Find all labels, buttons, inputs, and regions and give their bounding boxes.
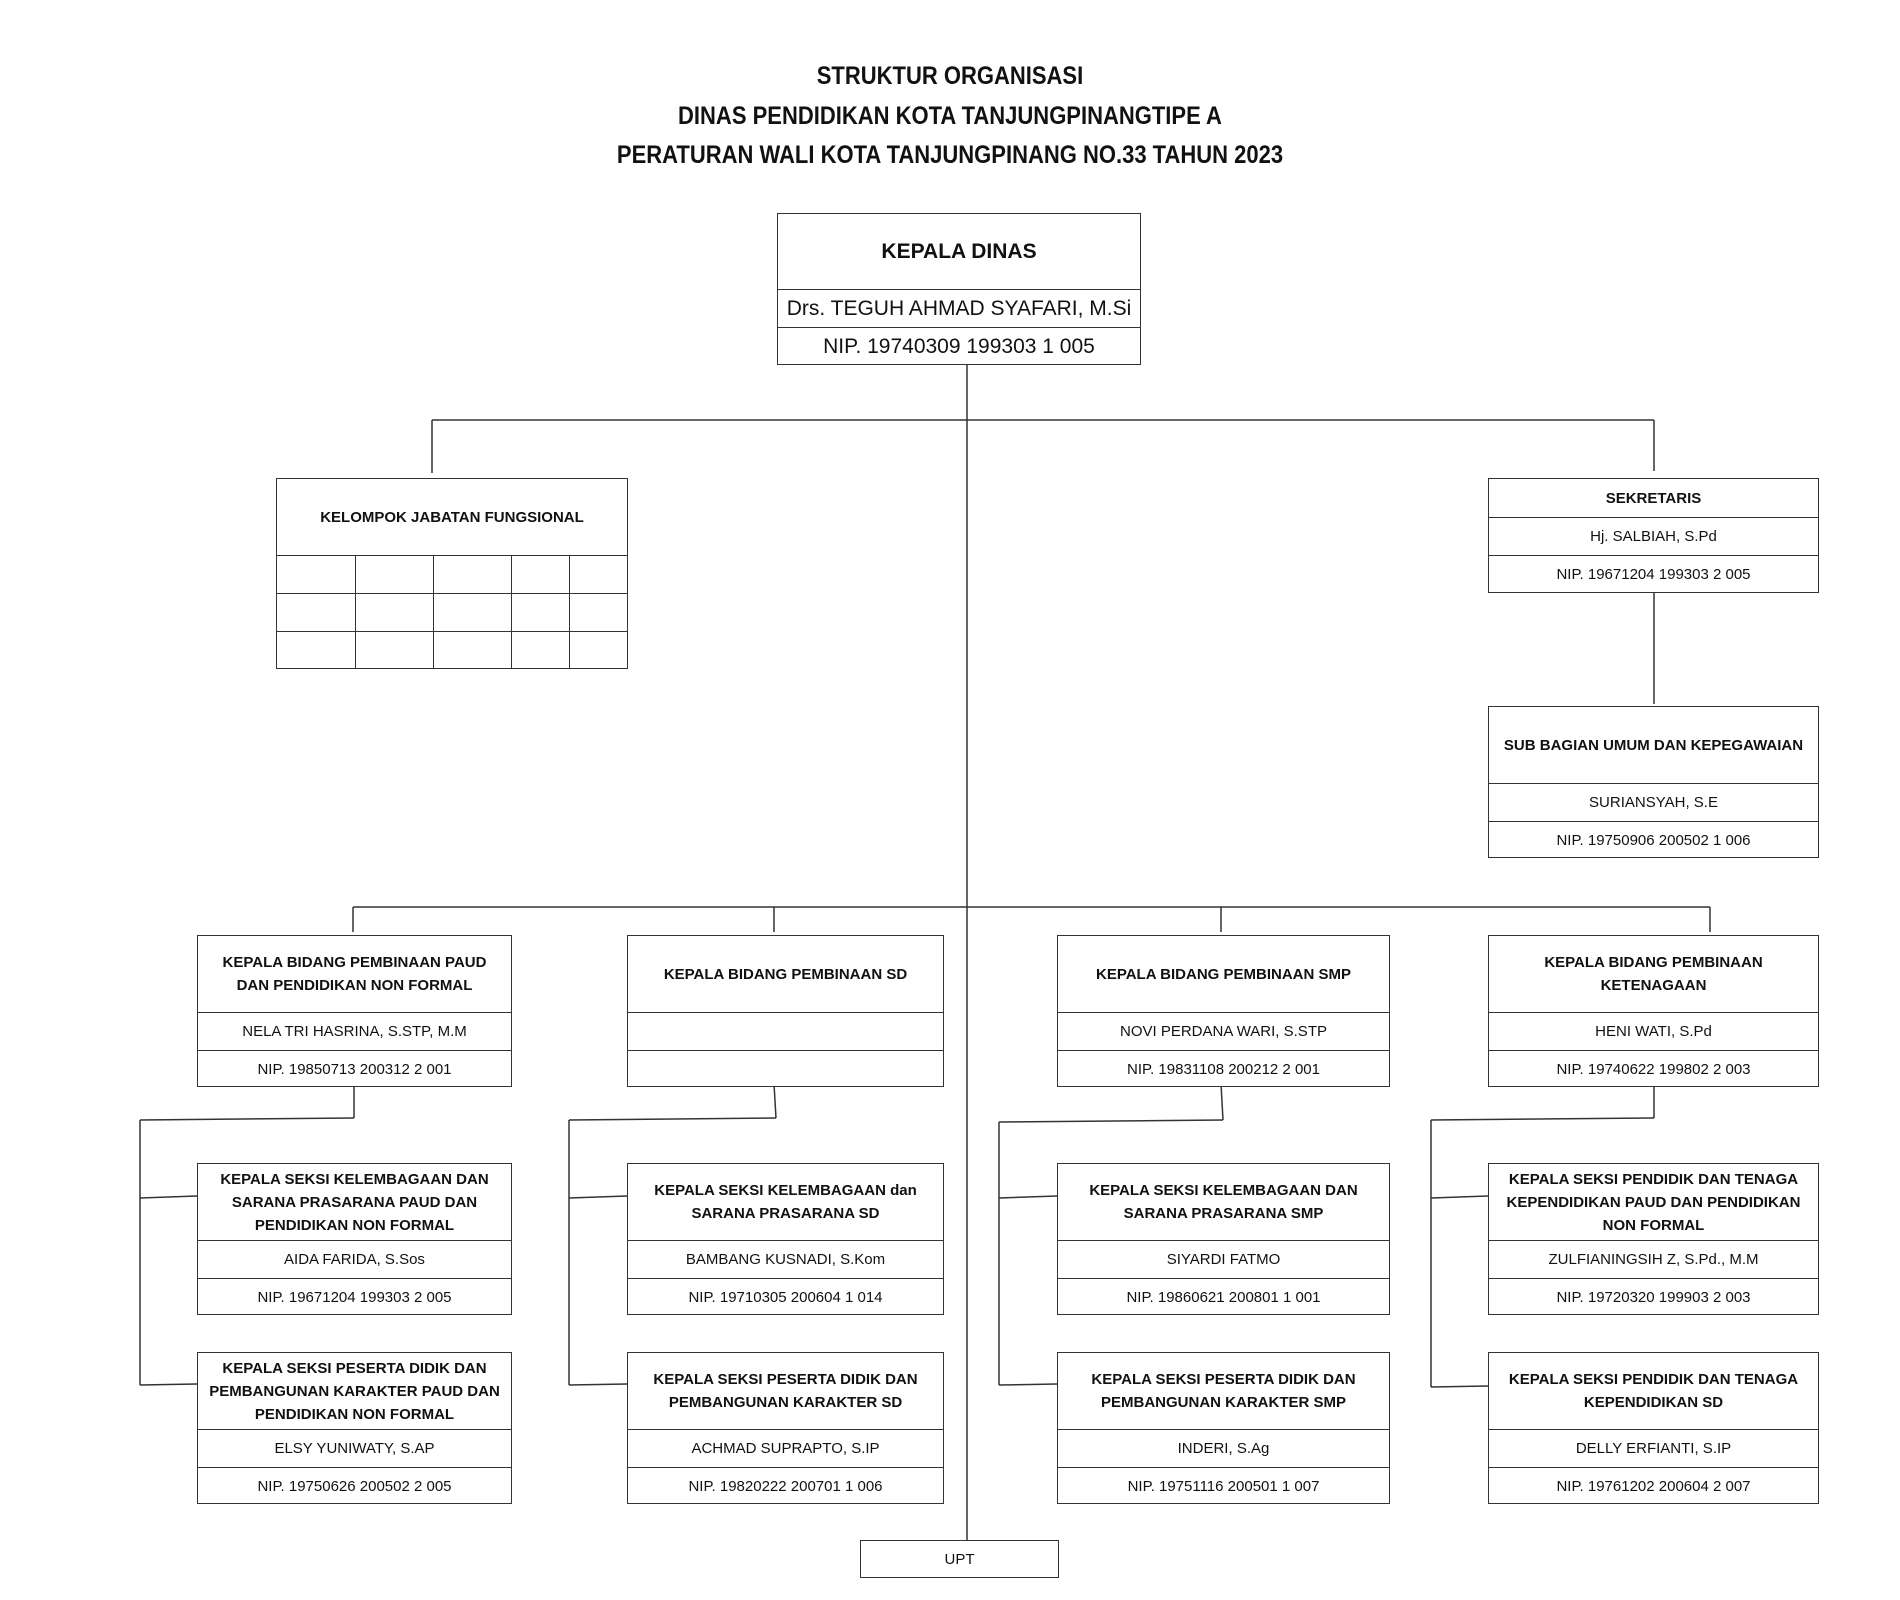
upt-box: UPT (860, 1540, 1059, 1578)
position-title: KEPALA BIDANG PEMBINAAN PAUD DAN PENDIDI… (222, 954, 487, 994)
grid-cell (569, 593, 627, 631)
chart-subtitle: DINAS PENDIDIKAN KOTA TANJUNGPINANGTIPE … (678, 102, 1222, 130)
bidang-paud-box: KEPALA BIDANG PEMBINAAN PAUD DAN PENDIDI… (197, 935, 512, 1087)
seksi-pendidik-paud-box: KEPALA SEKSI PENDIDIK DAN TENAGA KEPENDI… (1488, 1163, 1819, 1315)
grid-cell (277, 631, 355, 669)
official-name: INDERI, S.Ag (1058, 1429, 1389, 1467)
chart-regulation: PERATURAN WALI KOTA TANJUNGPINANG NO.33 … (616, 141, 1284, 169)
kepala-dinas-box: KEPALA DINAS Drs. TEGUH AHMAD SYAFARI, M… (777, 213, 1141, 365)
position-title: KEPALA SEKSI PENDIDIK DAN TENAGA KEPENDI… (1506, 1170, 1801, 1234)
official-name: ACHMAD SUPRAPTO, S.IP (628, 1429, 943, 1467)
position-title: KEPALA SEKSI KELEMBAGAAN DAN SARANA PRAS… (220, 1170, 489, 1234)
grid-cell (511, 593, 569, 631)
connector (139, 1117, 355, 1121)
position-title: KEPALA SEKSI PESERTA DIDIK DAN PEMBANGUN… (653, 1371, 918, 1411)
connector (568, 1195, 628, 1199)
position-title: KEPALA SEKSI PESERTA DIDIK DAN PEMBANGUN… (1091, 1371, 1356, 1411)
official-name: AIDA FARIDA, S.Sos (198, 1240, 511, 1278)
seksi-kelembagaan-sd-box: KEPALA SEKSI KELEMBAGAAN dan SARANA PRAS… (627, 1163, 944, 1315)
official-nip: NIP. 19671204 199303 2 005 (1489, 555, 1818, 593)
upt-label: UPT (944, 1550, 975, 1568)
connector (139, 1383, 198, 1386)
official-name: DELLY ERFIANTI, S.IP (1489, 1429, 1818, 1467)
official-nip: NIP. 19710305 200604 1 014 (628, 1278, 943, 1316)
official-name: NOVI PERDANA WARI, S.STP (1058, 1012, 1389, 1050)
official-name: Drs. TEGUH AHMAD SYAFARI, M.Si (778, 289, 1140, 327)
position-title: KEPALA SEKSI PESERTA DIDIK DAN PEMBANGUN… (209, 1359, 500, 1423)
bidang-smp-box: KEPALA BIDANG PEMBINAAN SMP NOVI PERDANA… (1057, 935, 1390, 1087)
connector (998, 1195, 1058, 1199)
position-title: KEPALA SEKSI KELEMBAGAAN DAN SARANA PRAS… (1089, 1182, 1358, 1222)
position-title: SUB BAGIAN UMUM DAN KEPEGAWAIAN (1503, 736, 1804, 754)
bidang-ketenagaan-box: KEPALA BIDANG PEMBINAAN KETENAGAAN HENI … (1488, 935, 1819, 1087)
seksi-peserta-didik-paud-box: KEPALA SEKSI PESERTA DIDIK DAN PEMBANGUN… (197, 1352, 512, 1504)
official-name: ELSY YUNIWATY, S.AP (198, 1429, 511, 1467)
official-nip (628, 1050, 943, 1088)
grid-cell (355, 593, 433, 631)
kelompok-fungsional-box: KELOMPOK JABATAN FUNGSIONAL (276, 478, 628, 669)
seksi-pendidik-sd-box: KEPALA SEKSI PENDIDIK DAN TENAGA KEPENDI… (1488, 1352, 1819, 1504)
official-name: SIYARDI FATMO (1058, 1240, 1389, 1278)
grid-cell (569, 631, 627, 669)
seksi-kelembagaan-paud-box: KEPALA SEKSI KELEMBAGAAN DAN SARANA PRAS… (197, 1163, 512, 1315)
grid-cell (355, 555, 433, 593)
connector (1430, 1385, 1489, 1388)
grid-cell (511, 631, 569, 669)
connector (998, 1119, 1224, 1123)
subbag-umum-box: SUB BAGIAN UMUM DAN KEPEGAWAIAN SURIANSY… (1488, 706, 1819, 858)
official-nip: NIP. 19750906 200502 1 006 (1489, 821, 1818, 859)
sekretaris-box: SEKRETARIS Hj. SALBIAH, S.Pd NIP. 196712… (1488, 478, 1819, 593)
position-title: KEPALA BIDANG PEMBINAAN SD (663, 965, 908, 983)
connector (998, 1383, 1058, 1386)
connector (1430, 1195, 1489, 1199)
official-name: SURIANSYAH, S.E (1489, 783, 1818, 821)
official-name: BAMBANG KUSNADI, S.Kom (628, 1240, 943, 1278)
connector (568, 1383, 628, 1386)
grid-cell (433, 555, 511, 593)
connector (1220, 1083, 1224, 1121)
official-nip: NIP. 19740622 199802 2 003 (1489, 1050, 1818, 1088)
connector (139, 1195, 198, 1199)
official-name: HENI WATI, S.Pd (1489, 1012, 1818, 1050)
official-nip: NIP. 19720320 199903 2 003 (1489, 1278, 1818, 1316)
connector (773, 1083, 777, 1119)
official-name: ZULFIANINGSIH Z, S.Pd., M.M (1489, 1240, 1818, 1278)
seksi-peserta-didik-smp-box: KEPALA SEKSI PESERTA DIDIK DAN PEMBANGUN… (1057, 1352, 1390, 1504)
grid-cell (355, 631, 433, 669)
official-name: Hj. SALBIAH, S.Pd (1489, 517, 1818, 555)
official-nip: NIP. 19671204 199303 2 005 (198, 1278, 511, 1316)
chart-title: STRUKTUR ORGANISASI (816, 62, 1084, 90)
position-title: KEPALA SEKSI PENDIDIK DAN TENAGA KEPENDI… (1508, 1371, 1799, 1411)
grid-cell (277, 593, 355, 631)
connector (1430, 1117, 1655, 1121)
seksi-kelembagaan-smp-box: KEPALA SEKSI KELEMBAGAAN DAN SARANA PRAS… (1057, 1163, 1390, 1315)
seksi-peserta-didik-sd-box: KEPALA SEKSI PESERTA DIDIK DAN PEMBANGUN… (627, 1352, 944, 1504)
official-nip: NIP. 19740309 199303 1 005 (778, 327, 1140, 365)
position-title: KEPALA DINAS (881, 240, 1037, 263)
position-title: KELOMPOK JABATAN FUNGSIONAL (320, 508, 584, 526)
official-nip: NIP. 19860621 200801 1 001 (1058, 1278, 1389, 1316)
official-nip: NIP. 19820222 200701 1 006 (628, 1467, 943, 1505)
bidang-sd-box: KEPALA BIDANG PEMBINAAN SD (627, 935, 944, 1087)
fungsional-grid (277, 555, 627, 669)
grid-cell (433, 593, 511, 631)
official-nip: NIP. 19750626 200502 2 005 (198, 1467, 511, 1505)
position-title: SEKRETARIS (1605, 489, 1702, 507)
grid-cell (277, 555, 355, 593)
position-title: KEPALA BIDANG PEMBINAAN KETENAGAAN (1544, 954, 1763, 994)
position-title: KEPALA BIDANG PEMBINAAN SMP (1095, 965, 1351, 983)
grid-cell (569, 555, 627, 593)
official-nip: NIP. 19850713 200312 2 001 (198, 1050, 511, 1088)
official-name: NELA TRI HASRINA, S.STP, M.M (198, 1012, 511, 1050)
official-nip: NIP. 19761202 200604 2 007 (1489, 1467, 1818, 1505)
official-name (628, 1012, 943, 1050)
position-title: KEPALA SEKSI KELEMBAGAAN dan SARANA PRAS… (654, 1182, 917, 1222)
official-nip: NIP. 19831108 200212 2 001 (1058, 1050, 1389, 1088)
official-nip: NIP. 19751116 200501 1 007 (1058, 1467, 1389, 1505)
grid-cell (511, 555, 569, 593)
grid-cell (433, 631, 511, 669)
connector (568, 1117, 777, 1121)
